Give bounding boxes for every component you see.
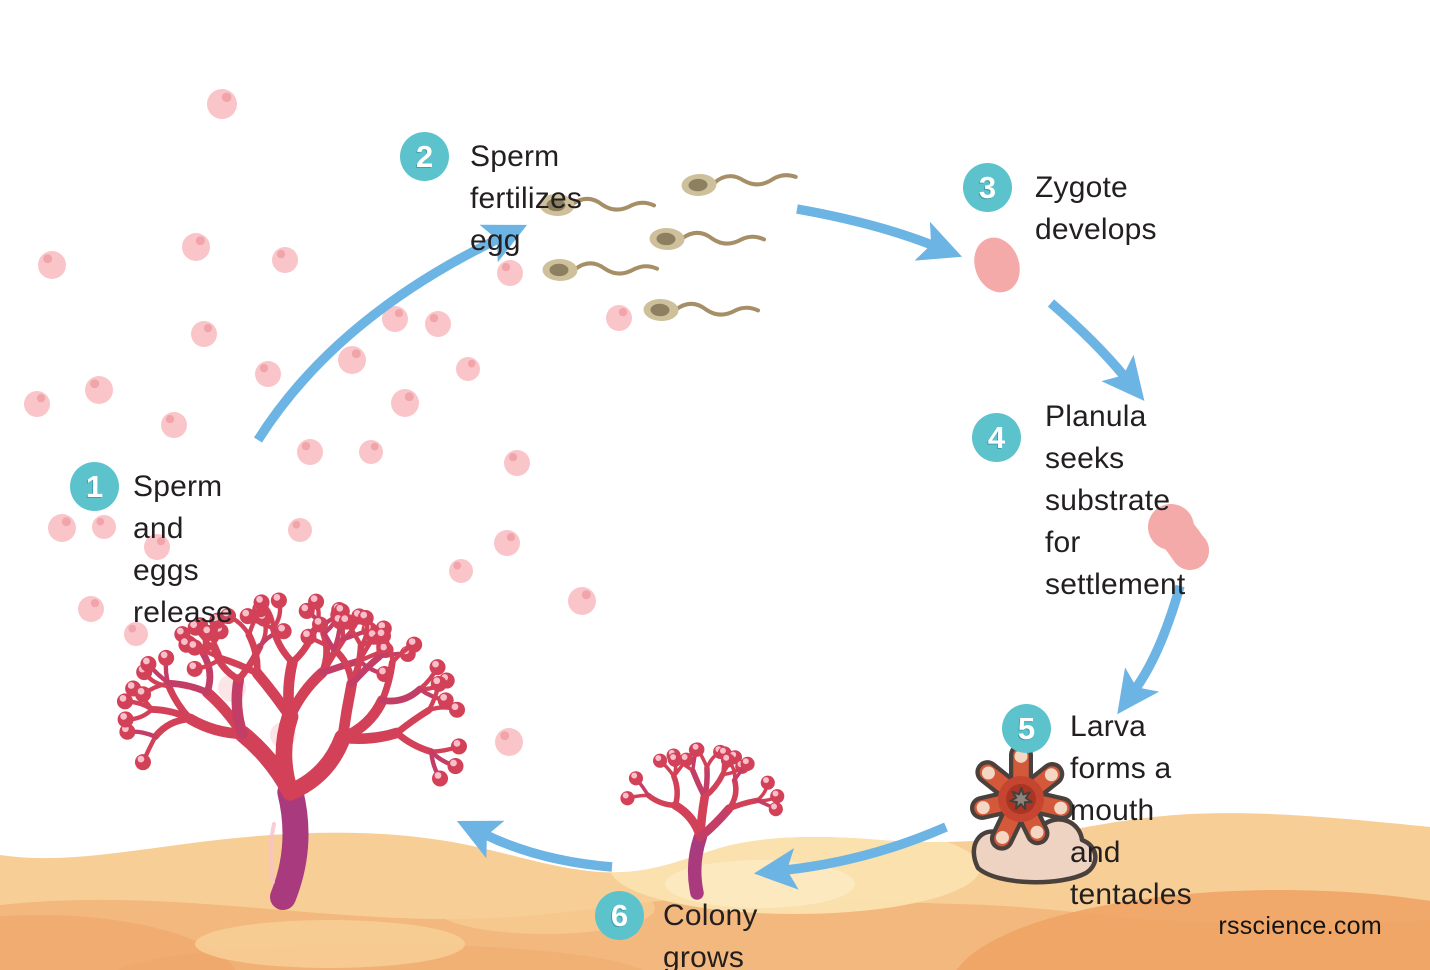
step-5-badge: 5 <box>1002 704 1051 753</box>
egg-cells <box>24 89 632 756</box>
step-6-badge: 6 <box>595 891 644 940</box>
step-3-badge: 3 <box>963 163 1012 212</box>
step-2-label: Sperm fertilizes egg <box>470 140 583 257</box>
juvenile-coral-illustration <box>620 742 785 900</box>
step-2-badge: 2 <box>400 132 449 181</box>
zygote-illustration <box>974 237 1020 293</box>
step-5-label: Larva forms a mouth and tentacles <box>1070 710 1192 911</box>
watermark: rsscience.com <box>1218 912 1382 940</box>
step-1-badge: 1 <box>70 462 119 511</box>
coral-polyp-illustration <box>970 743 1098 885</box>
cycle-arrows <box>253 204 1185 890</box>
step-4-label: Planula seeks substrate for settlement <box>1045 400 1186 601</box>
step-1-label: Sperm and eggs release <box>133 470 233 629</box>
step-3-label: Zygote develops <box>1035 171 1157 246</box>
sperm-cells-illustration <box>539 173 798 322</box>
step-4-badge: 4 <box>972 413 1021 462</box>
adult-coral-colony-illustration <box>116 592 467 910</box>
planula-larva-illustration <box>1148 504 1209 570</box>
step-6-label: Colony grows <box>663 899 758 970</box>
